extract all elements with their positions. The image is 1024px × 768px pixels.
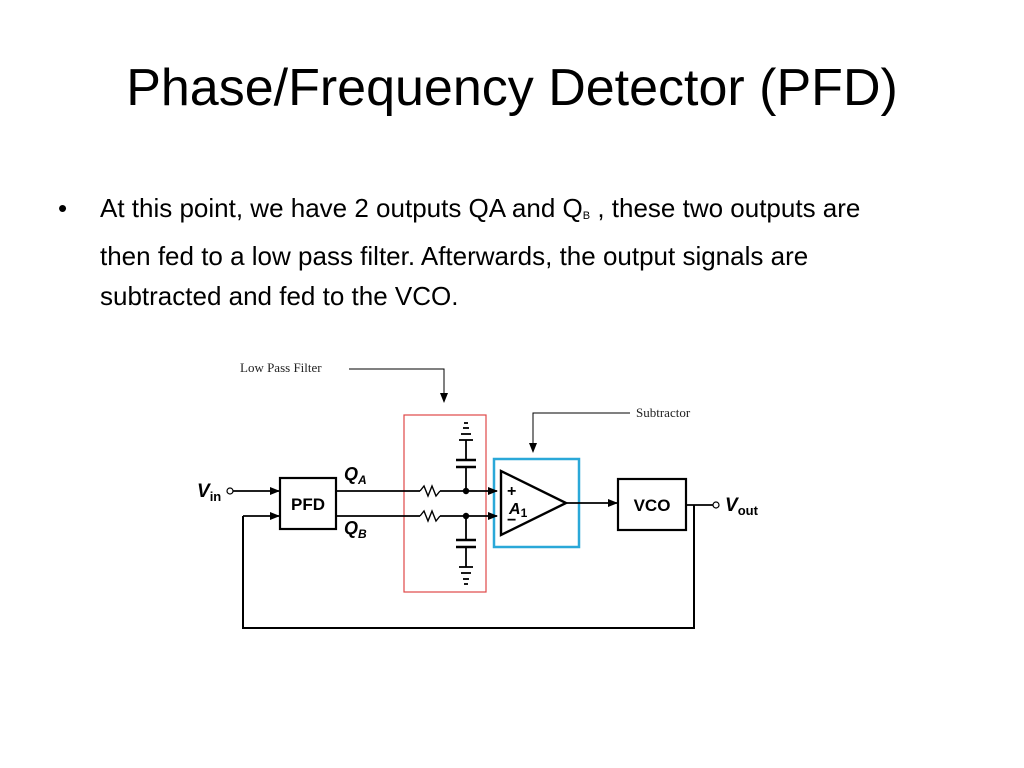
vout-label: Vout [725,495,759,518]
vin-terminal [226,487,234,495]
bullet-subscript: B [582,210,591,222]
slide-title: Phase/Frequency Detector (PFD) [126,59,898,117]
capacitor-bottom [456,516,476,567]
resistor-bottom [419,509,441,523]
amp-gain-label: A1 [508,501,528,520]
vout-terminal [712,501,720,509]
bullet-text: At this point, we have 2 outputs QA and … [100,188,900,316]
pfd-block-label: PFD [291,495,325,514]
pfd-block [278,476,338,531]
vco-block-label: VCO [634,496,671,515]
capacitor-top [456,440,476,491]
subtractor-amplifier [499,469,569,537]
low-pass-filter-box [403,414,487,593]
qb-label: QB [344,518,367,541]
low-pass-filter-label: Low Pass Filter [240,360,322,375]
ground-bottom-icon [459,566,473,585]
amp-plus-sign: + [507,483,516,500]
bullet-text-after: , these two outputs are then fed to a lo… [100,193,861,311]
bullet-marker: • [58,193,68,223]
ground-top-icon [459,422,473,441]
amp-minus-sign: − [507,512,516,529]
feedback-wire [242,505,695,629]
resistor-top [419,484,441,498]
subtractor-label: Subtractor [636,405,691,420]
subtractor-pointer [529,412,630,453]
low-pass-filter-pointer [349,368,448,403]
bullet-text-before: At this point, we have 2 outputs QA and … [100,193,583,223]
qa-label: QA [344,464,367,487]
vin-label: Vin [197,481,221,504]
